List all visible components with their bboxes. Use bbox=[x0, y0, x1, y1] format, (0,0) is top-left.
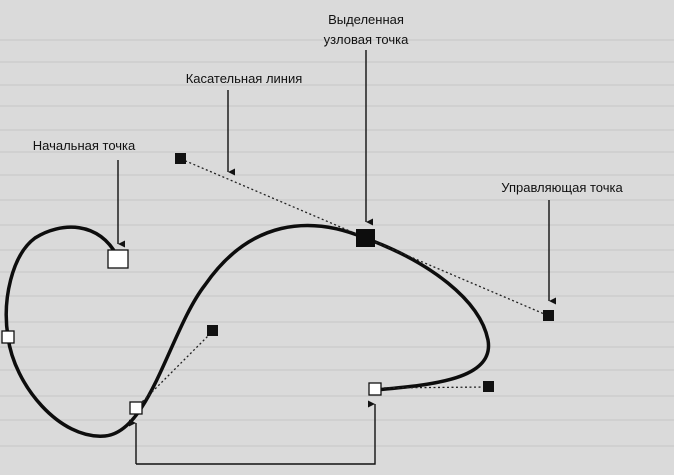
node-left bbox=[1, 330, 15, 344]
background-texture bbox=[0, 39, 674, 447]
tangent-line-lower-left bbox=[135, 330, 214, 409]
control-handle-top-left bbox=[175, 153, 186, 164]
control-handle-middle bbox=[207, 325, 218, 336]
node-selected bbox=[356, 229, 375, 247]
control-handles bbox=[175, 153, 554, 392]
arrow-connector-right bbox=[136, 400, 376, 465]
tangent-lines bbox=[135, 158, 550, 409]
label-tangent-line: Касательная линия bbox=[186, 71, 303, 86]
nodes bbox=[1, 249, 382, 415]
label-selected-node-line2: узловая точка bbox=[324, 32, 409, 47]
callout-arrows bbox=[117, 50, 556, 465]
control-handle-bottom-right bbox=[483, 381, 494, 392]
label-control-point: Управляющая точка bbox=[501, 180, 623, 195]
control-handle-right bbox=[543, 310, 554, 321]
tangent-line-lower-right bbox=[374, 386, 490, 389]
label-selected-node-line1: Выделенная bbox=[328, 12, 404, 27]
node-bottom bbox=[129, 401, 143, 415]
bezier-curve bbox=[4, 223, 491, 438]
node-start bbox=[107, 249, 129, 269]
node-end bbox=[368, 382, 382, 396]
tangent-line-main bbox=[180, 158, 550, 317]
label-start-point: Начальная точка bbox=[33, 138, 136, 153]
